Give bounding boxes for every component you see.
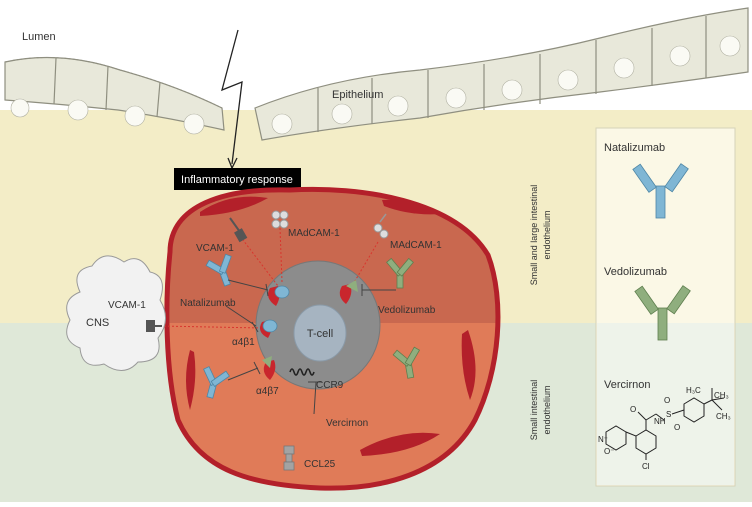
madcam1-left-label: MAdCAM-1 — [288, 228, 340, 239]
zone-bottom-label-line2: endothelium — [542, 385, 552, 434]
inflammatory-response-label: Inflammatory response — [181, 174, 293, 186]
madcam1-right-label: MAdCAM-1 — [390, 240, 442, 251]
ccr9-receptor — [289, 368, 315, 376]
vedolizumab-antibody — [386, 257, 414, 289]
vcam1-cns-label: VCAM-1 — [108, 300, 146, 311]
t-cell-label: T-cell — [307, 328, 333, 340]
zone-top-label-line1: Small and large intestinal — [529, 185, 539, 286]
a4b7-label: α4β7 — [256, 386, 279, 397]
vcam1-receptor-cell — [229, 217, 248, 243]
zone-labels: Small and large intestinal endothelium S… — [529, 185, 552, 441]
atom-n-oxide: N⁺ — [598, 435, 608, 444]
atom-h3c: H₃C — [686, 386, 701, 395]
epithelium-right — [254, 7, 749, 141]
epithelium-left — [4, 56, 225, 135]
zone-bottom-label-line1: Small intestinal — [529, 380, 539, 441]
madcam1-receptor-left — [271, 210, 289, 229]
atom-s: S — [666, 410, 671, 419]
ccl25-receptor — [283, 445, 295, 471]
natalizumab-label: Natalizumab — [180, 298, 236, 309]
vedolizumab-label: Vedolizumab — [378, 305, 436, 316]
inhibition-lines — [225, 279, 396, 415]
integrin-a4b1-top — [268, 285, 290, 306]
lightning-bolt-icon — [221, 29, 243, 165]
legend-vercirnon-label: Vercirnon — [604, 379, 650, 391]
a4b1-label: α4β1 — [232, 337, 255, 348]
legend-natalizumab-icon — [632, 163, 689, 219]
vedolizumab-antibody — [392, 346, 421, 379]
ccr9-label: CCR9 — [316, 380, 344, 391]
atom-o-minus: O⁻ — [604, 447, 614, 456]
atom-o-carbonyl: O — [630, 405, 636, 414]
epithelium-label: Epithelium — [332, 89, 383, 101]
atom-ch3-top: CH₃ — [714, 391, 729, 400]
natalizumab-antibody — [205, 253, 232, 287]
atom-nh: NH — [654, 417, 666, 426]
integrin-a4b7-top — [339, 280, 358, 304]
cns-cloud — [66, 255, 166, 371]
lumen-label: Lumen — [22, 31, 56, 43]
atom-o-sulfonyl: O — [674, 423, 680, 432]
vercirnon-atoms: H₃C CH₃ CH₃ O S O NH O N⁺ O⁻ Cl — [598, 386, 731, 471]
legend-vedolizumab-label: Vedolizumab — [604, 266, 667, 278]
vercirnon-label: Vercirnon — [326, 418, 368, 429]
natalizumab-antibody — [203, 366, 230, 399]
vcam1-receptor-cns — [146, 320, 162, 332]
atom-cl: Cl — [642, 462, 650, 471]
legend-vedolizumab-icon — [634, 285, 691, 341]
ccl25-label: CCL25 — [304, 459, 336, 470]
atom-ch3-bottom: CH₃ — [716, 412, 731, 421]
integrin-a4b1 — [260, 319, 278, 338]
atom-o-top: O — [664, 396, 670, 405]
inflammatory-response-box — [174, 168, 301, 190]
vercirnon-structure — [605, 388, 725, 460]
vcam1-cell-label: VCAM-1 — [196, 243, 234, 254]
legend-natalizumab-label: Natalizumab — [604, 142, 665, 154]
madcam1-receptor-right — [373, 213, 389, 239]
interaction-lines — [159, 227, 379, 329]
cns-label: CNS — [86, 317, 109, 329]
legend-panel — [595, 127, 736, 487]
zone-top-label-line2: endothelium — [542, 210, 552, 259]
integrin-a4b7 — [262, 356, 276, 380]
